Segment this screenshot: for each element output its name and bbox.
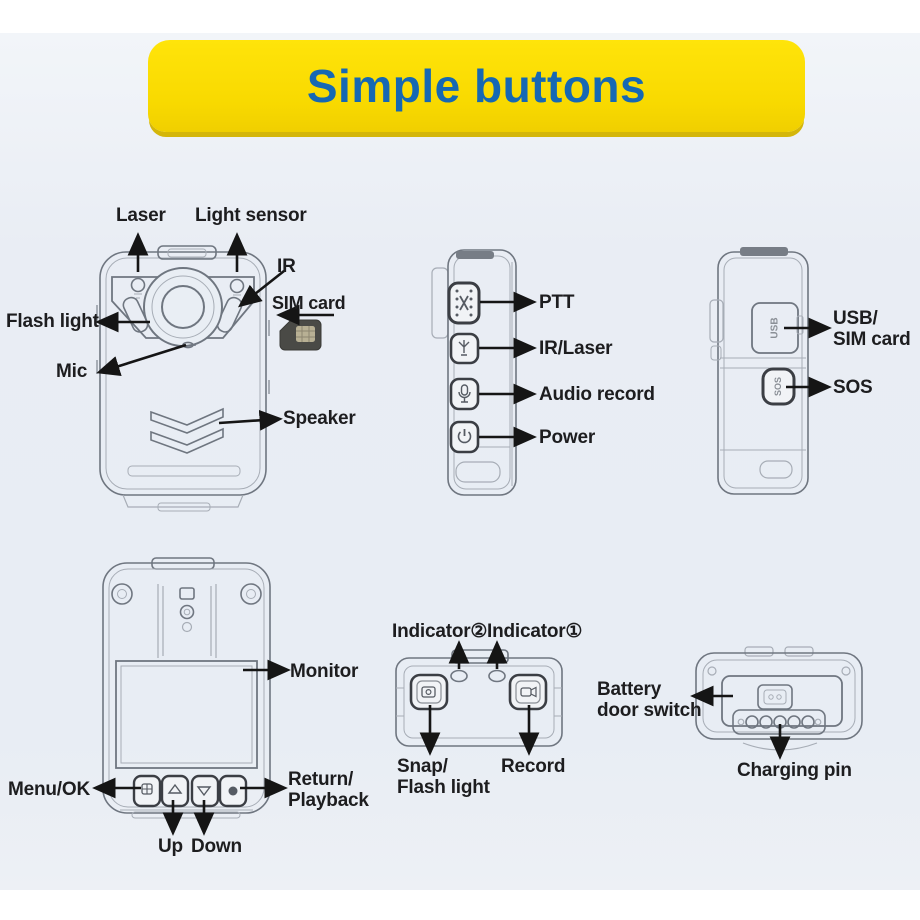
light-sensor-hole [229,278,245,294]
sos-button-marking: SOS [773,377,783,396]
arrow-mic [96,343,187,377]
monitor-screen [115,660,258,769]
label-light-sensor: Light sensor [195,205,307,226]
label-menu-ok: Menu/OK [8,779,90,800]
record-button-drawing [508,673,548,711]
label-ptt: PTT [539,292,575,313]
label-record: Record [501,756,566,777]
label-up: Up [158,836,183,857]
sim-card-icon [279,319,322,351]
label-snap-line2: Flash light [397,777,490,799]
top-view-drawing [395,649,563,747]
label-return-line2: Playback [288,790,369,812]
label-snap-flash-light: Snap/ Flash light [397,756,490,799]
label-sim-card: SIM card [272,293,346,313]
label-return-line1: Return/ [288,769,354,790]
label-speaker: Speaker [283,408,356,429]
label-power: Power [539,427,596,448]
page-title: Simple buttons [306,60,647,112]
flash-panel-left [122,296,149,333]
back-view-drawing [102,557,271,819]
label-return-playback: Return/ Playback [288,769,369,812]
up-button-drawing [160,774,190,808]
title-banner: Simple buttons [148,40,805,132]
arrow-speaker [218,409,283,431]
speaker-grille [150,407,224,434]
label-indicator2: Indicator② [392,621,488,642]
label-down: Down [191,836,242,857]
camera-lens [143,267,223,347]
label-ir-laser: IR/Laser [539,338,613,359]
label-flash-light: Flash light [6,311,99,332]
label-snap-line1: Snap/ [397,756,448,777]
label-charging-pin: Charging pin [737,760,852,781]
label-audio-record: Audio record [539,384,655,405]
down-button-drawing [190,774,220,808]
snap-button-drawing [409,673,449,711]
laser-hole [130,277,146,293]
ir-laser-button-drawing [449,332,480,365]
label-battery-door-switch: Battery door switch [597,679,702,722]
battery-door-latch [757,684,793,710]
callout-arrows [92,232,832,836]
power-button-drawing [449,420,480,454]
side-view-ports-drawing: USB SOS [709,247,809,495]
label-laser: Laser [116,205,166,226]
indicator2-led [450,669,468,683]
front-view-drawing [96,245,270,512]
return-playback-button-drawing [218,774,248,808]
menu-ok-button-drawing [132,774,162,808]
usb-door-marking: USB [770,317,781,338]
label-ir: IR [277,256,296,277]
label-sos: SOS [833,377,873,398]
audio-record-button-drawing [449,377,480,411]
ptt-button-drawing [447,281,481,325]
indicator1-led [488,669,506,683]
label-indicator1: Indicator① [487,621,583,642]
label-monitor: Monitor [290,661,359,682]
label-battery-line1: Battery [597,679,662,700]
label-battery-line2: door switch [597,700,702,722]
label-usb-sim-card: USB/ SIM card [833,308,911,351]
label-usb-sim-line2: SIM card [833,329,911,351]
label-mic: Mic [56,361,88,382]
arrow-ir [237,269,285,308]
ir-panel-right [216,296,243,333]
label-usb-sim-line1: USB/ [833,308,878,329]
side-view-buttons-drawing [431,249,517,496]
